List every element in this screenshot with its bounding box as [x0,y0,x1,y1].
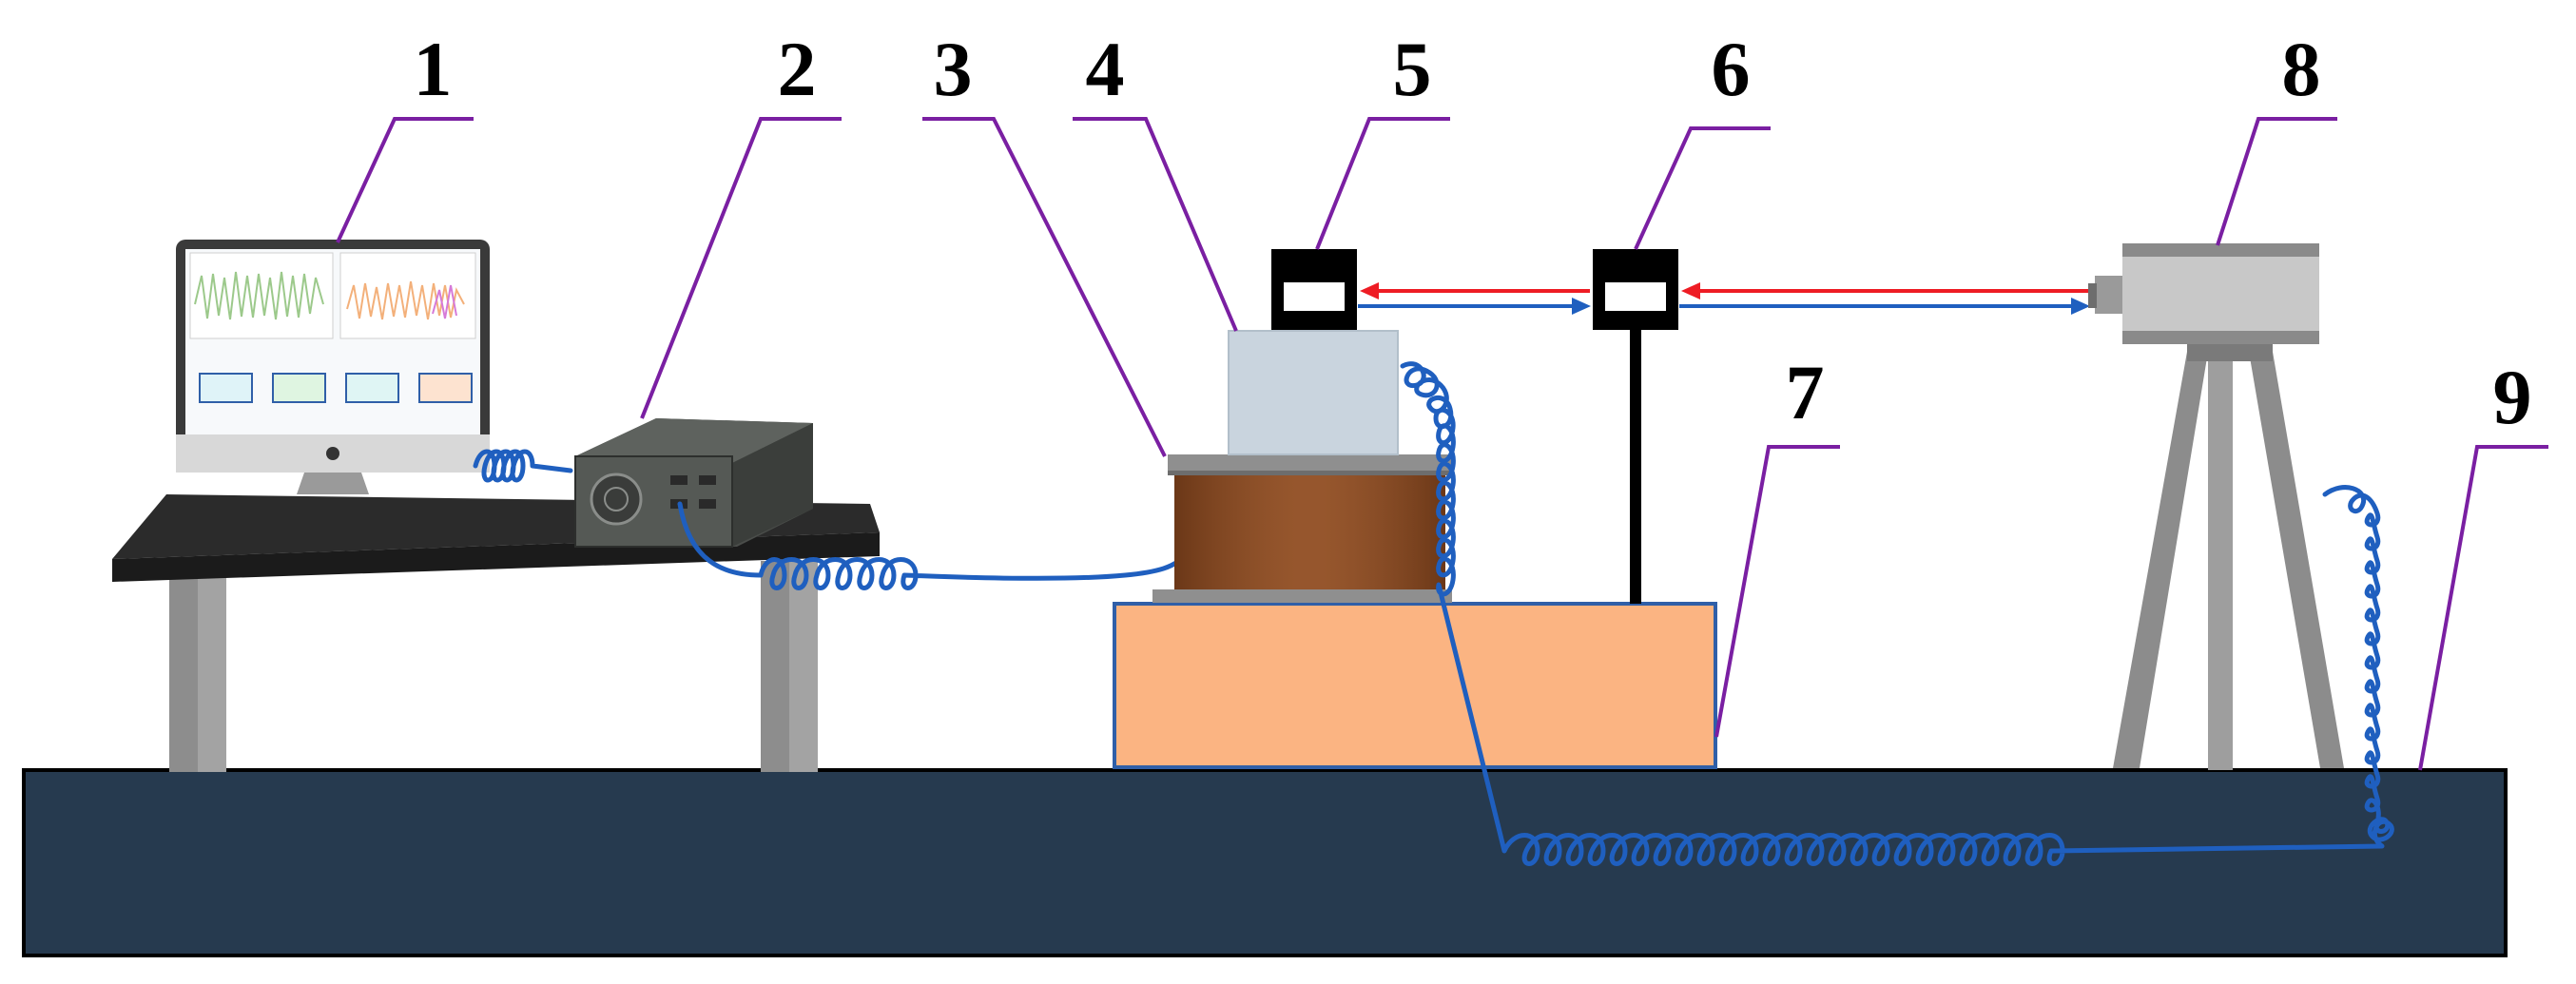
monitor-panel-4 [418,373,473,403]
monitor-panel-2 [272,373,326,403]
laser-beams [1358,282,2092,315]
signal-controller [574,418,813,548]
leader-lines [336,117,2548,771]
callout-3: 3 [934,26,973,112]
laser-sensor-5 [1271,249,1357,330]
callout-2: 2 [778,26,817,112]
callout-7: 7 [1786,349,1825,435]
high-speed-camera [2088,243,2319,344]
high-speed-camera-icon [2122,243,2319,344]
callout-8: 8 [2282,26,2321,112]
camera-tripod [2113,340,2344,770]
electromagnetic-shaker [1152,454,1453,603]
specimen-block-icon [1228,330,1399,455]
callout-1: 1 [414,26,453,112]
desk [112,494,880,772]
callout-4: 4 [1086,26,1125,112]
coiled-cable-icon [473,449,573,483]
callout-9: 9 [2493,354,2532,440]
coiled-cable-icon [1400,361,2394,866]
laser-sensor-6 [1593,249,1678,604]
callout-5: 5 [1393,26,1432,112]
monitor-panel-3 [345,373,399,403]
platform-block-icon [1113,602,1717,769]
floor-slab [22,768,2508,957]
monitor-panel-1 [199,373,253,403]
computer-monitor [176,240,490,494]
callout-6: 6 [1712,26,1751,112]
coiled-cable-icon [677,501,1182,590]
callout-labels: 1 2 3 4 5 6 7 8 9 [414,26,2532,440]
